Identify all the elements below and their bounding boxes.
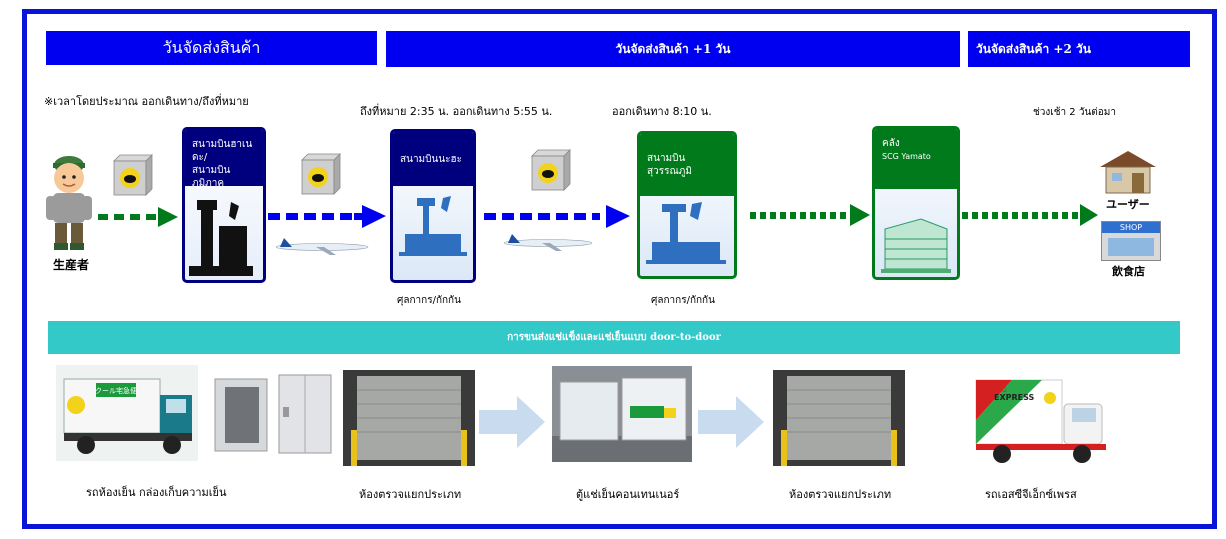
parcel-icon-1 <box>113 154 153 196</box>
inspection-room-image-1 <box>343 370 475 466</box>
arrow-origin-naha <box>268 205 386 228</box>
express-logo-main: EXPRESS <box>994 393 1035 402</box>
inspection-room-image-2 <box>773 370 905 466</box>
inspection-room-label-2: ห้องตรวจแยกประเภท <box>789 488 892 501</box>
shop-sign: SHOP <box>1102 222 1160 233</box>
airplane-icon-1 <box>275 238 369 255</box>
suvarnabhumi-customs-label: ศุลกากร/กักกัน <box>651 295 715 306</box>
inspection-room-label-1: ห้องตรวจแยกประเภท <box>359 488 462 501</box>
control-tower-icon <box>399 196 467 256</box>
control-tower-icon <box>189 200 253 276</box>
header-day0: วันจัดส่งสินค้า <box>46 31 377 65</box>
parcel-icon-3 <box>531 149 571 191</box>
delivery-time: ช่วงเช้า 2 วันต่อมา <box>1033 107 1116 118</box>
house-icon <box>1100 151 1156 194</box>
producer-icon <box>46 156 92 250</box>
express-logo-top: SCG <box>994 387 1007 394</box>
cold-box-image <box>214 374 332 454</box>
naha-customs-label: ศุลกากร/กักกัน <box>397 295 461 306</box>
arrow-naha-suvarnabhumi <box>484 205 630 228</box>
warehouse-label: คลัง SCG Yamato <box>875 129 957 189</box>
scg-express-label: รถเอสซีจีเอ็กซ์เพรส <box>985 488 1077 501</box>
suvarnabhumi-time: ออกเดินทาง 8:10 น. <box>612 105 712 118</box>
flow-arrows <box>98 204 1098 255</box>
naha-airport-label: สนามบินนะฮะ <box>393 132 473 186</box>
light-arrow-1 <box>479 396 545 448</box>
cold-container-label: ตู้แช่เย็นคอนเทนเนอร์ <box>576 488 680 501</box>
parcel-icon-2 <box>301 153 341 195</box>
cold-container-image <box>552 366 692 462</box>
truck-sign-text: クール宅急便 <box>95 386 137 395</box>
arrow-suvarnabhumi-warehouse <box>750 204 870 226</box>
cold-truck-label: รถห้องเย็น กล่องเก็บความเย็น <box>86 486 227 499</box>
scg-express-truck-image: SCG EXPRESS <box>975 379 1106 463</box>
naha-time: ถึงที่หมาย 2:35 น. ออกเดินทาง 5:55 น. <box>360 105 553 118</box>
control-tower-icon <box>646 202 726 264</box>
warehouse-building-icon <box>881 218 951 273</box>
door-to-door-banner: การขนส่งแช่แข็งและแช่เย็นแบบ door-to-doo… <box>48 321 1180 354</box>
origin-airport-card: สนามบินฮาเนดะ/ สนามบินภูมิภาค <box>182 127 266 283</box>
light-arrow-2 <box>698 396 764 448</box>
suvarnabhumi-airport-card: สนามบินสุวรรณภูมิ <box>637 131 737 279</box>
airplane-icon-2 <box>503 234 593 251</box>
warehouse-title: คลัง <box>882 138 900 149</box>
user-label: ユーザー <box>1106 198 1150 211</box>
producer-label: 生産者 <box>53 258 90 272</box>
arrow-producer-origin <box>98 207 178 227</box>
time-note: ※เวลาโดยประมาณ ออกเดินทาง/ถึงที่หมาย <box>44 95 249 108</box>
naha-airport-card: สนามบินนะฮะ <box>390 129 476 283</box>
cold-truck-image: クール宅急便 <box>56 365 198 461</box>
suvarnabhumi-airport-label: สนามบินสุวรรณภูมิ <box>640 134 734 196</box>
header-day2: วันจัดส่งสินค้า +2 วัน <box>968 31 1190 67</box>
restaurant-label: 飲食店 <box>1112 265 1145 278</box>
header-day1: วันจัดส่งสินค้า +1 วัน <box>386 31 960 67</box>
warehouse-card: คลัง SCG Yamato <box>872 126 960 280</box>
restaurant-icon: SHOP <box>1101 221 1161 261</box>
origin-airport-label: สนามบินฮาเนดะ/ สนามบินภูมิภาค <box>185 130 263 189</box>
arrow-warehouse-customer <box>962 204 1098 226</box>
warehouse-name: SCG Yamato <box>882 152 931 161</box>
